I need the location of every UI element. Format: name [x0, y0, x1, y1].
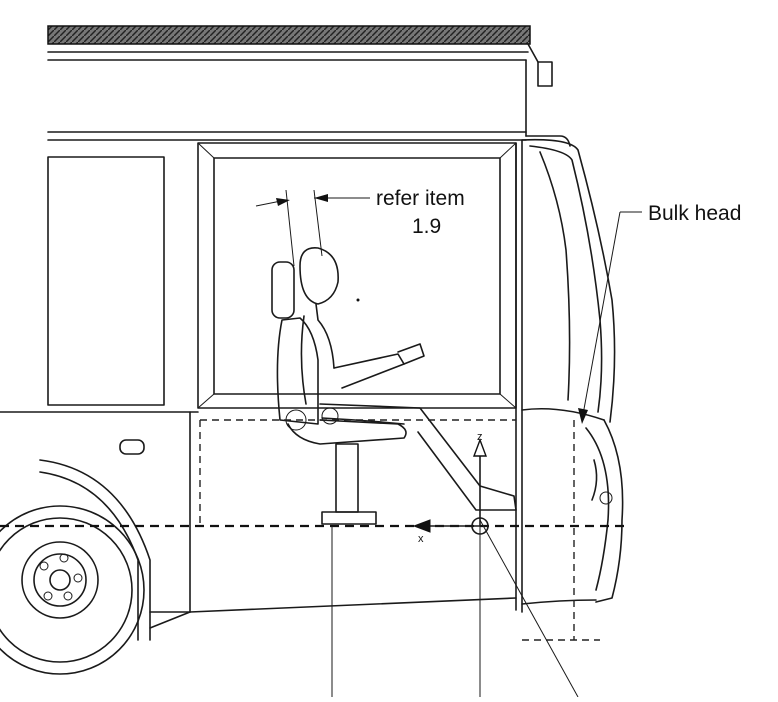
bulk-head-leader — [578, 211, 642, 424]
axis-origin-marker — [412, 438, 489, 535]
bulk-head-label: Bulk head — [648, 202, 741, 225]
x-axis-label: x — [418, 533, 424, 545]
front-nose — [521, 138, 624, 605]
roof-rack — [47, 25, 553, 87]
refer-item-number: 1.9 — [412, 215, 441, 238]
refer-item-dimension — [255, 189, 370, 267]
driver-seat — [271, 261, 407, 525]
driver-mannequin — [299, 247, 517, 511]
z-axis-label: z — [477, 431, 483, 443]
door-panel — [197, 139, 523, 613]
refer-item-label: refer item — [376, 187, 465, 210]
front-wheel — [0, 459, 151, 675]
side-window — [47, 156, 165, 406]
bus-upper-body — [47, 59, 571, 147]
bus-lower-body — [0, 411, 517, 629]
reference-lines — [0, 419, 626, 698]
